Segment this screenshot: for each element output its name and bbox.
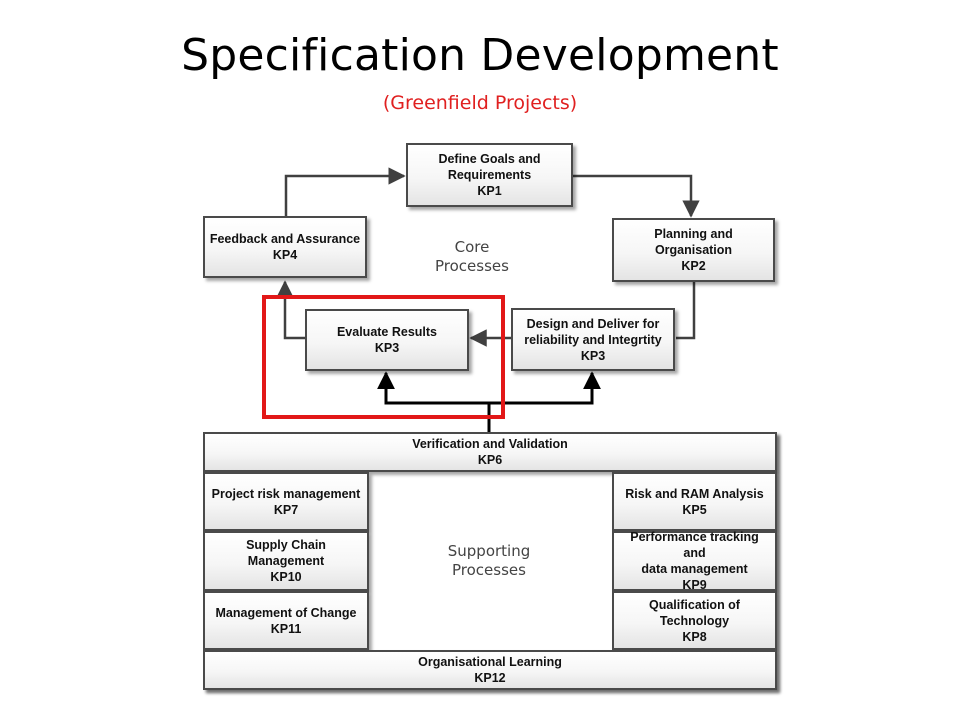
page-title: Specification Development <box>181 30 779 81</box>
arrow-kp4-to-kp1 <box>284 167 406 216</box>
kp8-box: Qualification of Technology KP8 <box>612 591 777 650</box>
kp12-box: Organisational Learning KP12 <box>203 650 777 690</box>
kp10-box: Supply Chain Management KP10 <box>203 531 369 591</box>
kp9-box: Performance tracking and data management… <box>612 530 777 592</box>
kp2-box: Planning and Organisation KP2 <box>612 218 775 282</box>
kp1-box: Define Goals and Requirements KP1 <box>406 143 573 207</box>
arrow-kp6-to-design <box>489 371 601 405</box>
arrow-kp1-to-kp2 <box>573 174 700 218</box>
supporting-processes-label: Supporting Processes <box>447 542 531 579</box>
design-deliver-box: Design and Deliver for reliability and I… <box>511 308 675 371</box>
arrow-kp2-to-design <box>676 282 696 340</box>
kp7-box: Project risk management KP7 <box>203 472 369 531</box>
evaluate-results-box: Evaluate Results KP3 <box>305 309 469 371</box>
kp11-box: Management of Change KP11 <box>203 591 369 650</box>
core-processes-label: Core Processes <box>435 238 509 275</box>
kp5-box: Risk and RAM Analysis KP5 <box>612 472 777 531</box>
kp4-box: Feedback and Assurance KP4 <box>203 216 367 278</box>
kp6-box: Verification and Validation KP6 <box>203 432 777 472</box>
arrow-evaluate-to-kp4 <box>276 280 306 340</box>
highlight-frame <box>262 295 505 419</box>
page-subtitle: (Greenfield Projects) <box>382 92 578 114</box>
arrow-kp6-to-evaluate <box>377 371 489 405</box>
